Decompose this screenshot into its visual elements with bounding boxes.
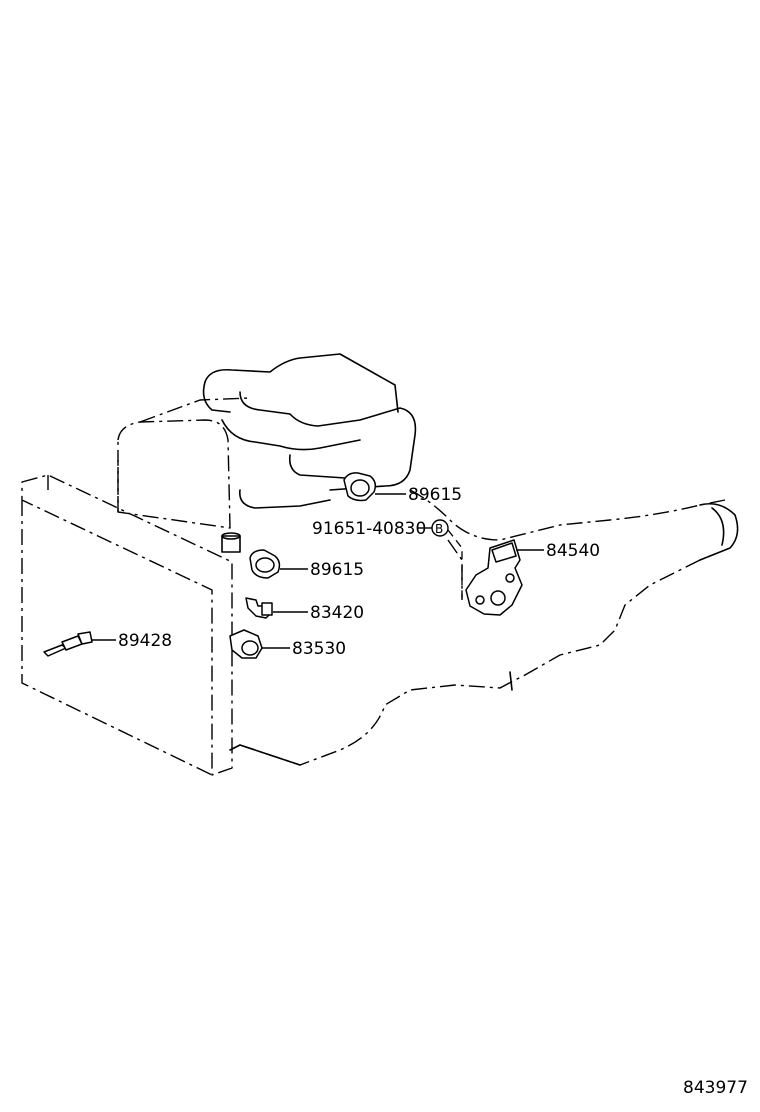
label-switch: 84540 — [546, 541, 600, 561]
radiator-outline — [21, 474, 233, 776]
label-pressure-switch: 83420 — [310, 603, 364, 623]
pressure-switch-part — [245, 597, 308, 619]
label-speed-sensor: 83530 — [292, 639, 346, 659]
svg-text:B: B — [435, 522, 443, 536]
sensor-lower-part — [249, 549, 308, 579]
speed-sensor-part — [229, 629, 290, 659]
label-bolt: 91651-40830 — [312, 519, 426, 539]
figure-id: 843977 — [683, 1078, 748, 1098]
label-sensor-lower: 89615 — [310, 560, 364, 580]
label-sensor-upper: 89615 — [408, 485, 462, 505]
sensor-upper-part — [343, 472, 406, 502]
engine-outline — [117, 353, 739, 766]
circled-letter-icon: B — [431, 519, 449, 537]
neutral-switch-part — [465, 539, 544, 616]
label-temp-sensor: 89428 — [118, 631, 172, 651]
temp-sensor-part — [43, 631, 116, 657]
